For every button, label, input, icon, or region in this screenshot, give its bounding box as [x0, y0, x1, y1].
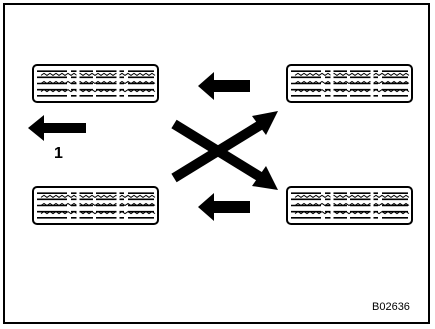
- tire-front-left: [32, 64, 159, 103]
- diagram-frame: [3, 3, 430, 324]
- left-arrow-icon: [198, 193, 250, 221]
- tire-rear-left: [32, 186, 159, 225]
- front-arrow-number-label: 1: [54, 145, 63, 162]
- tire-rear-right: [286, 186, 413, 225]
- tires: [32, 64, 413, 225]
- tire-front-right: [286, 64, 413, 103]
- left-arrow-icon: [198, 72, 250, 100]
- left-arrow-icon: [28, 115, 86, 141]
- figure-id: B02636: [372, 301, 410, 313]
- cross-arrows-icon: [171, 111, 278, 190]
